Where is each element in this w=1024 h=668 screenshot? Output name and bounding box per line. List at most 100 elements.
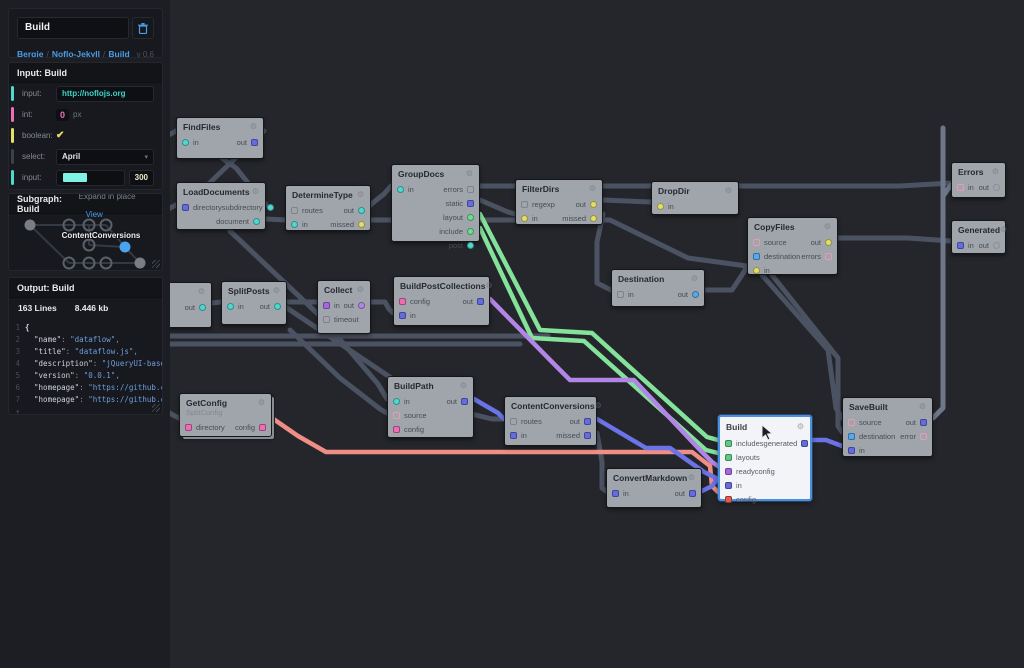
inport-destination[interactable] bbox=[753, 252, 760, 260]
inport-regexp[interactable] bbox=[521, 200, 528, 208]
outport-out[interactable] bbox=[692, 290, 699, 298]
outport-error[interactable] bbox=[920, 432, 927, 440]
inport-in[interactable] bbox=[957, 241, 964, 249]
inport-in[interactable] bbox=[957, 183, 964, 191]
outport-errors[interactable] bbox=[825, 252, 832, 260]
fold-arrow-icon[interactable]: ▾ bbox=[15, 407, 20, 415]
node-dropdir[interactable]: DropDir⚙in bbox=[651, 181, 739, 215]
breadcrumb-link[interactable]: Build bbox=[108, 49, 130, 58]
color-input[interactable] bbox=[56, 169, 125, 186]
resize-handle[interactable] bbox=[152, 404, 160, 412]
inport-in[interactable] bbox=[182, 138, 189, 146]
outport-out[interactable] bbox=[920, 418, 927, 426]
outport-document[interactable] bbox=[253, 217, 260, 225]
outport-missed[interactable] bbox=[584, 431, 591, 439]
inport-in[interactable] bbox=[291, 220, 298, 228]
inport-routes[interactable] bbox=[510, 417, 517, 425]
breadcrumb-link[interactable]: Noflo-Jekyll bbox=[51, 49, 101, 58]
subgraph-minimap[interactable]: ContentConversions bbox=[9, 214, 162, 270]
outport-generated[interactable] bbox=[801, 439, 809, 447]
inport-in[interactable] bbox=[848, 446, 855, 454]
inport-in[interactable] bbox=[617, 290, 624, 298]
outport-out[interactable] bbox=[358, 206, 365, 214]
inport-in[interactable] bbox=[657, 202, 664, 210]
outport-missed[interactable] bbox=[590, 214, 597, 222]
outport-out[interactable] bbox=[825, 238, 832, 246]
breadcrumb-link[interactable]: Bergie bbox=[17, 49, 44, 58]
inport-layouts[interactable] bbox=[725, 453, 732, 461]
outport-missed[interactable] bbox=[358, 220, 365, 228]
outport-out[interactable] bbox=[251, 138, 258, 146]
outport-out[interactable] bbox=[199, 303, 206, 311]
outport-out[interactable] bbox=[590, 200, 597, 208]
outport-config[interactable] bbox=[259, 423, 266, 431]
inport-in[interactable] bbox=[725, 481, 732, 489]
graph-title-input[interactable]: Build bbox=[17, 17, 129, 39]
inport-directory[interactable] bbox=[182, 203, 189, 211]
inport-config[interactable] bbox=[399, 297, 406, 305]
boolean-checkbox[interactable]: ✔ bbox=[56, 130, 65, 141]
inport-routes[interactable] bbox=[291, 206, 298, 214]
outport-subdirectory[interactable] bbox=[266, 203, 274, 211]
inport-in[interactable] bbox=[510, 431, 517, 439]
resize-handle[interactable] bbox=[152, 260, 160, 268]
number-input[interactable]: 300 bbox=[128, 169, 154, 186]
outport-out[interactable] bbox=[461, 397, 468, 405]
outport-out[interactable] bbox=[689, 489, 696, 497]
outport-errors[interactable] bbox=[467, 185, 474, 193]
inport-destination[interactable] bbox=[848, 432, 855, 440]
int-input[interactable]: 0 bbox=[56, 108, 70, 121]
node-settings-icon[interactable]: ⚙ bbox=[796, 421, 804, 431]
inport-in[interactable] bbox=[323, 301, 330, 309]
inport-readyconfig[interactable] bbox=[725, 467, 732, 475]
inport-directory[interactable] bbox=[185, 423, 192, 431]
inport-in[interactable] bbox=[753, 266, 760, 274]
inport-source[interactable] bbox=[753, 238, 760, 246]
select-dropdown[interactable]: April▾ bbox=[56, 148, 154, 165]
outport-layout[interactable] bbox=[467, 213, 474, 221]
inport-in[interactable] bbox=[612, 489, 619, 497]
output-code[interactable]: 1{2 "name": "dataflow",3 "title": "dataf… bbox=[9, 318, 162, 415]
inport-includes[interactable] bbox=[725, 439, 732, 447]
outport-post[interactable] bbox=[467, 241, 474, 249]
inport-in[interactable] bbox=[227, 302, 234, 310]
outport-out[interactable] bbox=[358, 301, 365, 309]
inport-timeout[interactable] bbox=[323, 315, 330, 323]
inport-source[interactable] bbox=[393, 411, 400, 419]
inport-in[interactable] bbox=[521, 214, 528, 222]
color-swatch[interactable] bbox=[62, 172, 88, 183]
outport-out[interactable] bbox=[993, 183, 1000, 191]
outport-include[interactable] bbox=[467, 227, 474, 235]
expand-in-place-button[interactable]: Expand in place bbox=[78, 193, 136, 201]
inport-config[interactable] bbox=[393, 425, 400, 433]
outport-out[interactable] bbox=[274, 302, 281, 310]
delete-graph-button[interactable] bbox=[132, 17, 154, 39]
view-subgraph-button[interactable]: View bbox=[85, 209, 103, 219]
inport-in[interactable] bbox=[397, 185, 404, 193]
outport-out[interactable] bbox=[477, 297, 484, 305]
inport-config[interactable] bbox=[725, 495, 732, 503]
text-input[interactable]: http://noflojs.org bbox=[56, 85, 154, 102]
inport-source[interactable] bbox=[848, 418, 855, 426]
inport-in[interactable] bbox=[399, 311, 406, 319]
outport-out[interactable] bbox=[584, 417, 591, 425]
outport-static[interactable] bbox=[467, 199, 474, 207]
